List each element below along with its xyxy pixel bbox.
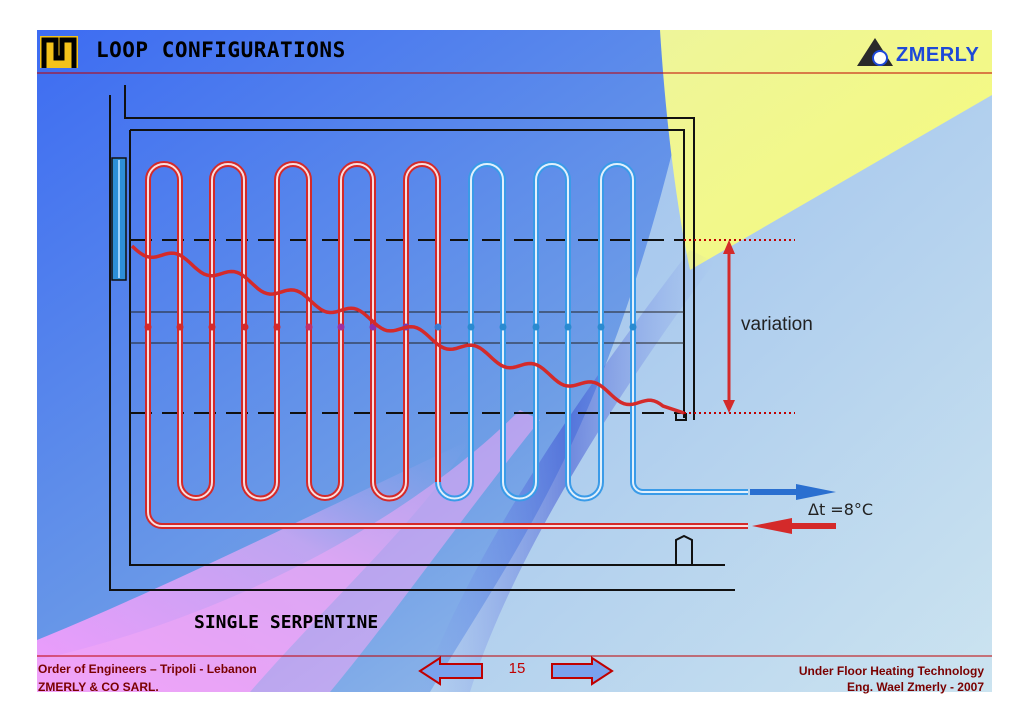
variation-label: variation bbox=[741, 314, 813, 335]
section-dot bbox=[208, 323, 216, 331]
pipe-bend-7 bbox=[567, 481, 602, 500]
background-pink-band bbox=[37, 410, 540, 692]
section-dot bbox=[305, 323, 313, 331]
section-dot bbox=[532, 323, 540, 331]
pipe-bend-1 bbox=[179, 481, 213, 499]
logo-mark-glyph bbox=[41, 37, 77, 68]
pipe-loop-3 bbox=[276, 163, 310, 482]
door-stub bbox=[675, 534, 693, 565]
pipe-loop-5 bbox=[405, 163, 439, 482]
section-dot bbox=[564, 323, 572, 331]
supply-line bbox=[632, 481, 748, 493]
pipe-loop-8 bbox=[600, 163, 634, 482]
previous-slide-button[interactable] bbox=[418, 656, 483, 686]
pipe-bend-6 bbox=[502, 481, 537, 500]
section-dot bbox=[273, 323, 281, 331]
next-slide-button[interactable] bbox=[551, 656, 614, 686]
temperature-curve bbox=[130, 244, 685, 415]
pipe-loop-1 bbox=[147, 163, 181, 482]
section-dot bbox=[597, 323, 605, 331]
brand-name: ZMERLY bbox=[896, 44, 980, 66]
supply-arrow-icon bbox=[750, 484, 836, 500]
section-dot bbox=[434, 323, 442, 331]
section-dot bbox=[337, 323, 345, 331]
section-dot bbox=[467, 323, 475, 331]
pipe-loop-4 bbox=[340, 163, 374, 482]
section-dot bbox=[629, 323, 637, 331]
footer-author: Eng. Wael Zmerly - 2007 bbox=[847, 680, 984, 694]
footer-organization: Order of Engineers – Tripoli - Lebanon bbox=[38, 662, 257, 676]
serpentine-pipe bbox=[145, 161, 748, 529]
pipe-loop-7 bbox=[535, 163, 569, 482]
pipe-bend-3 bbox=[308, 481, 342, 499]
diagram-subtitle: SINGLE SERPENTINE bbox=[194, 612, 379, 633]
pipe-bend-4 bbox=[372, 481, 407, 500]
delta-t-label: Δt =8°C bbox=[808, 500, 874, 519]
section-dot bbox=[499, 323, 507, 331]
pipe-loop-6 bbox=[470, 163, 504, 482]
variation-arrow-icon bbox=[723, 240, 735, 413]
return-line bbox=[147, 482, 748, 527]
section-dot bbox=[144, 323, 152, 331]
section-dot bbox=[241, 323, 249, 331]
pipe-bend-5 bbox=[437, 481, 472, 500]
brand-circle-icon bbox=[872, 50, 888, 66]
pipe-loop-2 bbox=[211, 163, 245, 482]
page-number: 15 bbox=[508, 660, 526, 677]
pipe-bend-2 bbox=[243, 481, 278, 500]
room-walls bbox=[109, 85, 735, 591]
section-dot bbox=[176, 323, 184, 331]
slide-title: LOOP CONFIGURATIONS bbox=[96, 38, 346, 62]
return-arrow-icon bbox=[752, 518, 836, 534]
background-yellow-region bbox=[660, 30, 992, 270]
footer-company: ZMERLY & CO SARL. bbox=[38, 680, 159, 694]
footer-topic: Under Floor Heating Technology bbox=[798, 664, 984, 678]
